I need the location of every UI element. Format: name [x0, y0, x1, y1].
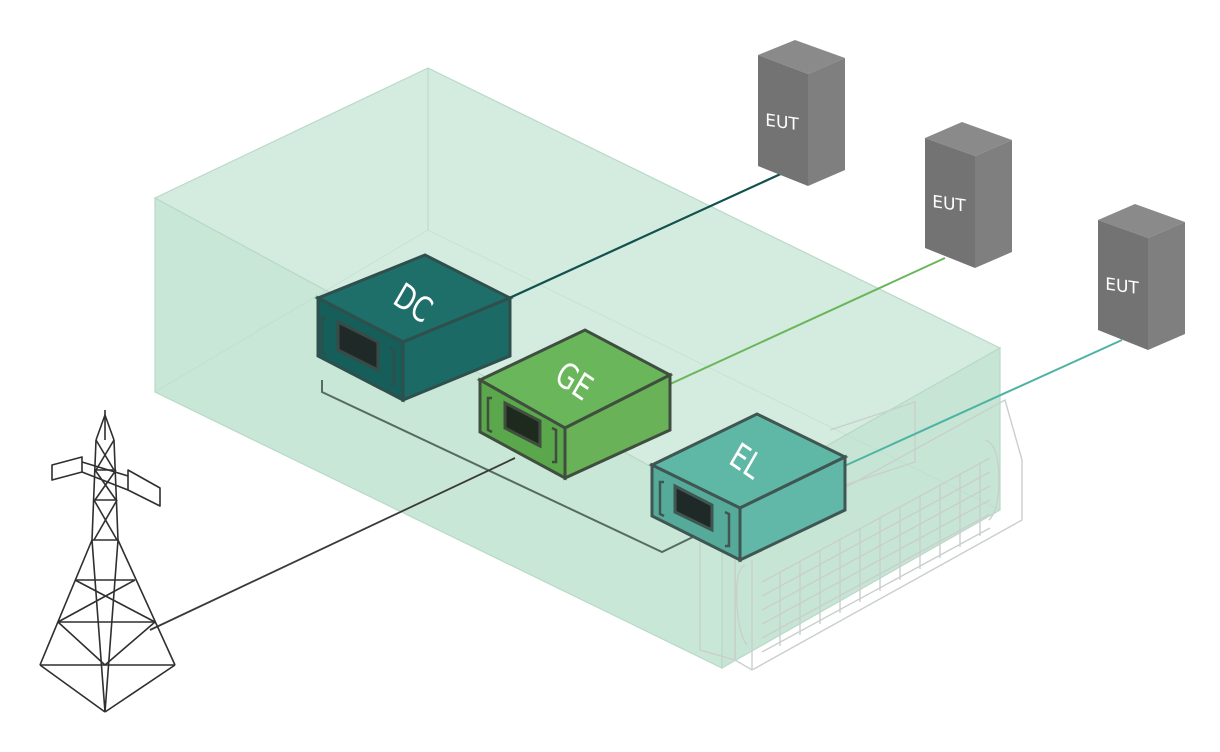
- module-ge-display: [503, 400, 542, 449]
- module-dc[interactable]: DC: [314, 253, 514, 403]
- module-ge-handle-left: [486, 396, 493, 434]
- eut-3-front: [1098, 220, 1148, 350]
- module-dc-display: [336, 319, 380, 373]
- eut-2-side: [975, 140, 1012, 268]
- ge-output-line: [667, 257, 946, 386]
- dc-output-line: [504, 170, 786, 302]
- eut-3-label: EUT: [1105, 274, 1139, 299]
- eut-2[interactable]: EUT: [925, 122, 1012, 268]
- grid-feed-line: [149, 457, 516, 631]
- module-dc-handle-right: [389, 346, 396, 386]
- eut-3-top: [1098, 204, 1185, 238]
- module-ge-handle-right: [551, 426, 558, 464]
- el-output-line: [839, 339, 1123, 469]
- module-el-display: [673, 483, 714, 533]
- eut-1-top: [758, 40, 845, 74]
- module-dc-side: [401, 295, 512, 403]
- eut-3-side: [1148, 222, 1185, 350]
- eut-1-label: EUT: [765, 111, 799, 136]
- power-tower-icon: [39, 410, 176, 713]
- eut-1-front: [758, 55, 808, 186]
- module-el[interactable]: EL: [648, 412, 849, 563]
- module-el-handle-right: [724, 510, 731, 548]
- eut-1-side: [808, 58, 845, 186]
- eut-2-front: [925, 138, 975, 268]
- internal-bus: [321, 380, 696, 554]
- bus-line: [321, 380, 696, 554]
- module-dc-handle-left: [320, 316, 327, 356]
- eut-2-label: EUT: [932, 192, 966, 217]
- module-el-side: [738, 454, 847, 563]
- eut-3[interactable]: EUT: [1098, 204, 1185, 350]
- eut-1[interactable]: EUT: [758, 40, 845, 186]
- module-ge[interactable]: GE: [476, 328, 674, 481]
- module-el-handle-left: [658, 480, 665, 518]
- module-ge-side: [563, 372, 672, 481]
- eut-2-top: [925, 122, 1012, 156]
